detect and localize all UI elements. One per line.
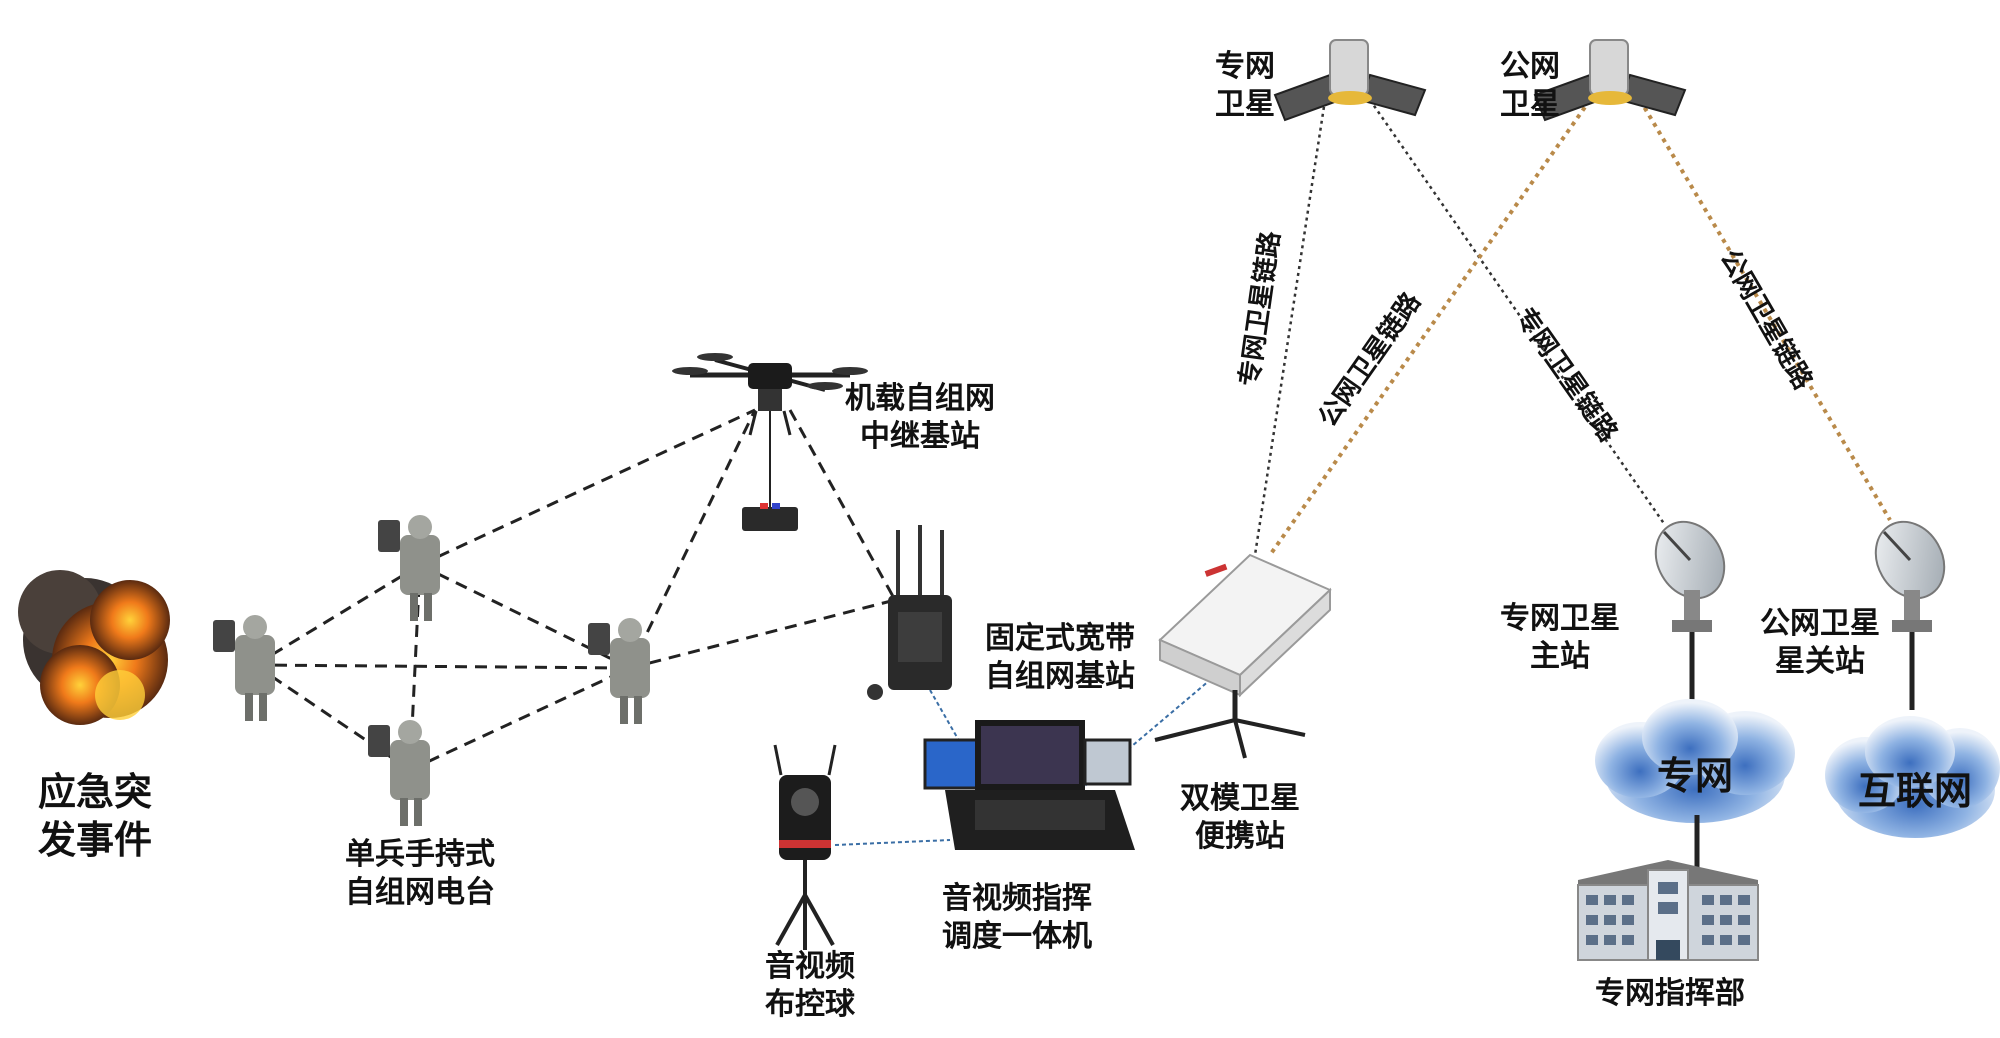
link-soldier4-soldier3 xyxy=(409,666,631,772)
label-dual-mode-sat: 双模卫星 便携站 xyxy=(1160,780,1320,856)
fire-explosion-icon xyxy=(18,570,170,725)
label-public-sat-line1: 公网 xyxy=(1500,49,1560,84)
label-dual-mode-sat-line1: 双模卫星 xyxy=(1180,781,1300,816)
label-incident: 应急突 发事件 xyxy=(20,768,170,864)
public-gateway-dish-icon xyxy=(1874,520,1946,710)
portable-satellite-station-icon xyxy=(1154,553,1332,759)
link-soldier3-fixed xyxy=(629,598,896,670)
label-command-hq: 专网指挥部 xyxy=(1595,976,1745,1011)
label-av-ball: 音视频 布控球 xyxy=(745,948,875,1024)
label-av-command-line1: 音视频指挥 xyxy=(942,881,1092,916)
label-av-command: 音视频指挥 调度一体机 xyxy=(917,880,1117,956)
label-drone-relay: 机载自组网 中继基站 xyxy=(820,380,1020,456)
label-fixed-station: 固定式宽带 自组网基站 xyxy=(960,620,1160,696)
label-private-master-line2: 主站 xyxy=(1530,639,1590,674)
label-incident-line2: 发事件 xyxy=(37,818,152,862)
camera-ball-icon xyxy=(773,744,837,950)
label-dual-mode-sat-line2: 便携站 xyxy=(1195,819,1285,854)
link-private-sat-master xyxy=(1368,99,1667,526)
label-private-sat-line1: 专网 xyxy=(1215,49,1275,84)
label-soldier-radio-line2: 自组网电台 xyxy=(345,875,495,910)
label-public-gateway: 公网卫星 星关站 xyxy=(1740,605,1900,681)
label-private-master: 专网卫星 主站 xyxy=(1480,600,1640,676)
soldier-icon xyxy=(213,615,275,721)
label-soldier-radio-line1: 单兵手持式 xyxy=(345,837,495,872)
private-satellite-icon xyxy=(1273,39,1427,122)
command-console-icon xyxy=(923,720,1135,850)
link-soldier2-drone xyxy=(419,408,756,567)
link-soldier1-soldier3 xyxy=(254,663,631,670)
private-master-dish-icon xyxy=(1654,520,1726,705)
soldier-icon xyxy=(588,618,650,724)
public-satellite-icon xyxy=(1533,39,1687,122)
link-soldier3-drone xyxy=(628,409,757,669)
label-public-sat-line2: 卫星 xyxy=(1500,87,1560,122)
label-public-gateway-line2: 星关站 xyxy=(1775,644,1865,679)
label-public-sat: 公网 卫星 xyxy=(1490,48,1570,124)
label-soldier-radio: 单兵手持式 自组网电台 xyxy=(320,836,520,912)
label-av-ball-line1: 音视频 xyxy=(765,949,855,984)
label-av-ball-line2: 布控球 xyxy=(765,987,855,1022)
cable-ball-console xyxy=(834,839,951,846)
label-drone-relay-line1: 机载自组网 xyxy=(845,381,995,416)
soldier-icon xyxy=(378,515,440,621)
label-fixed-station-line2: 自组网基站 xyxy=(985,659,1135,694)
label-private-master-line1: 专网卫星 xyxy=(1500,601,1620,636)
link-drone-fixed xyxy=(788,409,897,601)
private-network-cloud-icon xyxy=(1595,699,1795,823)
label-internet: 互联网 xyxy=(1857,769,1972,813)
label-drone-relay-line2: 中继基站 xyxy=(860,419,980,454)
label-av-command-line2: 调度一体机 xyxy=(942,919,1092,954)
soldier-icon xyxy=(368,720,430,826)
fixed-base-station-icon xyxy=(867,525,952,700)
command-building-icon xyxy=(1577,860,1759,961)
link-public-sat-portable xyxy=(1268,98,1592,557)
satellite-links xyxy=(1253,98,1892,557)
label-fixed-station-line1: 固定式宽带 xyxy=(985,621,1135,656)
link-soldier1-soldier2 xyxy=(254,563,421,667)
label-private-sat-line2: 卫星 xyxy=(1215,87,1275,122)
link-public-sat-gateway xyxy=(1638,98,1892,522)
label-private-net: 专网 xyxy=(1656,754,1733,798)
drone-icon xyxy=(672,353,868,531)
label-private-sat: 专网 卫星 xyxy=(1205,48,1285,124)
link-soldier1-soldier4 xyxy=(254,663,411,772)
label-incident-line1: 应急突 xyxy=(37,770,152,814)
internet-cloud-icon xyxy=(1825,716,2000,838)
label-public-gateway-line1: 公网卫星 xyxy=(1760,606,1880,641)
adhoc-links xyxy=(254,408,897,772)
